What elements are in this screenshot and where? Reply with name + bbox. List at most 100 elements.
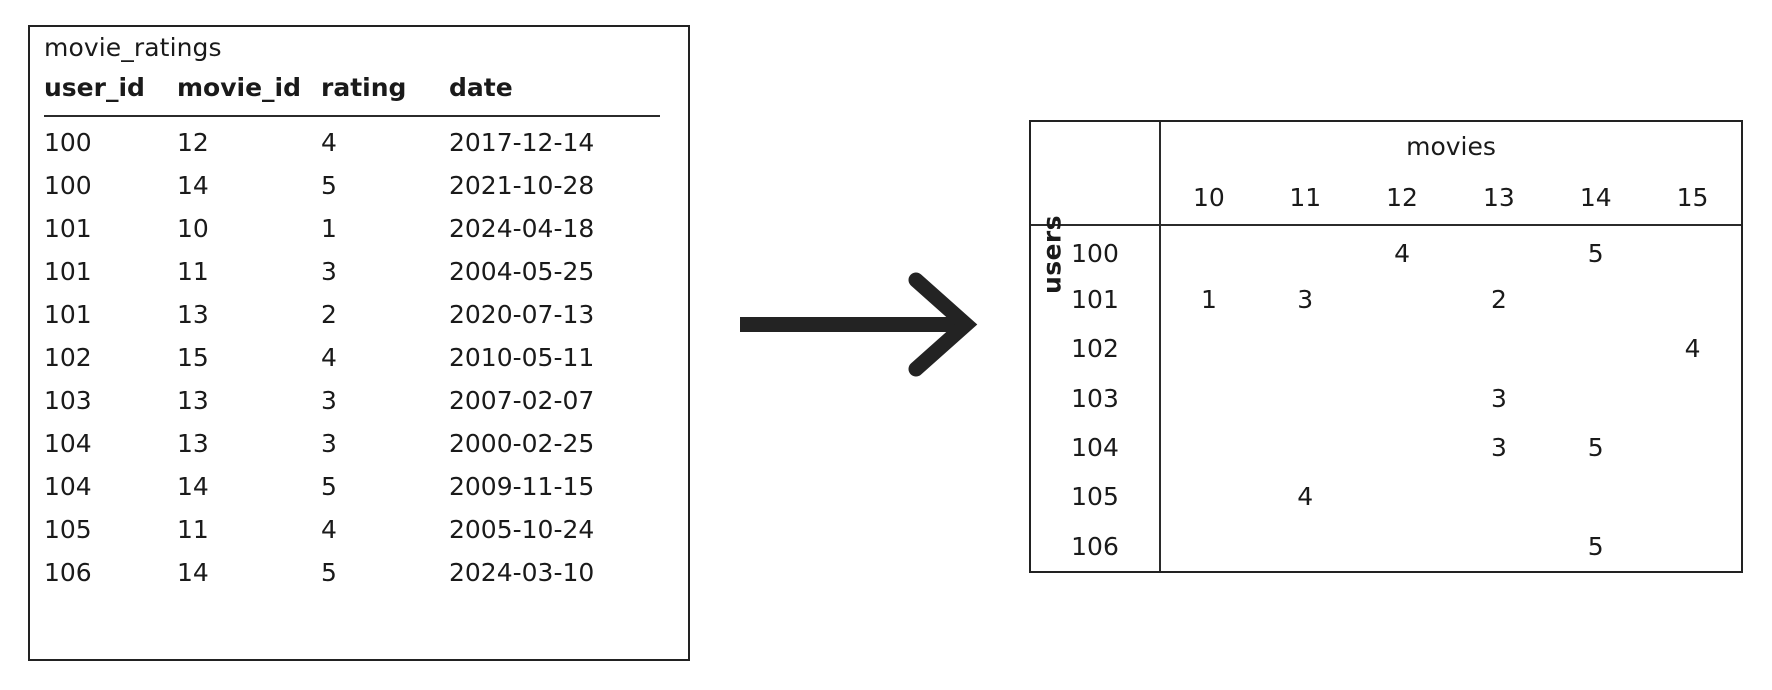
matrix-cell (1644, 373, 1741, 422)
matrix-cell (1450, 472, 1547, 521)
matrix-column-header-14: 14 (1547, 170, 1645, 227)
matrix-cell (1160, 225, 1257, 274)
matrix-cell (1450, 324, 1547, 373)
matrix-cell: 3 (1490, 383, 1507, 413)
cell-user-id: 101 (44, 257, 92, 286)
cell-rating: 4 (321, 343, 337, 372)
cell-rating: 4 (321, 128, 337, 157)
cell-date: 2017-12-14 (449, 128, 595, 157)
matrix-cell (1644, 472, 1741, 521)
cell-rating: 2 (321, 300, 337, 329)
matrix-corner-cell-lower (1031, 170, 1161, 227)
cell-user-id: 103 (44, 386, 92, 415)
matrix-row: 106 5 (1031, 521, 1741, 571)
cell-rating: 3 (321, 386, 337, 415)
matrix-cell: 1 (1200, 284, 1217, 314)
right-arrow-icon (738, 272, 988, 377)
matrix-row-axis-label: users (1037, 215, 1067, 295)
matrix-column-header-15: 15 (1644, 170, 1741, 227)
table-row: 101 13 2 2020-07-13 (44, 293, 660, 336)
cell-user-id: 100 (44, 128, 92, 157)
matrix-cell (1160, 373, 1257, 422)
cell-movie-id: 14 (177, 472, 209, 501)
matrix-row-header-104: 104 (1031, 422, 1161, 473)
matrix-cell (1354, 373, 1451, 422)
relational-header-row: user_id movie_id rating date (44, 71, 660, 116)
cell-rating: 5 (321, 171, 337, 200)
cell-date: 2020-07-13 (449, 300, 595, 329)
cell-user-id: 104 (44, 429, 92, 458)
matrix-row: 104 3 5 (1031, 422, 1741, 473)
cell-date: 2000-02-25 (449, 429, 595, 458)
cell-date: 2021-10-28 (449, 171, 595, 200)
cell-movie-id: 14 (177, 171, 209, 200)
cell-movie-id: 11 (177, 515, 209, 544)
matrix-cell: 4 (1394, 239, 1411, 269)
cell-rating: 1 (321, 214, 337, 243)
matrix-cell (1257, 225, 1354, 274)
matrix-title-row: movies (1031, 122, 1741, 171)
matrix-cell (1644, 225, 1741, 274)
matrix-row-header-100: 100 (1031, 225, 1161, 275)
matrix-cell (1354, 423, 1451, 472)
matrix-row-header-101: 101 (1031, 274, 1161, 325)
cell-rating: 3 (321, 257, 337, 286)
cell-date: 2009-11-15 (449, 472, 595, 501)
relational-table: movie_ratings user_id movie_id rating da… (28, 25, 690, 661)
matrix-row: 103 3 (1031, 373, 1741, 423)
cell-user-id: 100 (44, 171, 92, 200)
cell-date: 2010-05-11 (449, 343, 595, 372)
cell-movie-id: 13 (177, 300, 209, 329)
cell-date: 2005-10-24 (449, 515, 595, 544)
matrix-cell: 3 (1297, 284, 1314, 314)
matrix-row-header-103: 103 (1031, 373, 1161, 423)
matrix-cell: 4 (1684, 334, 1701, 364)
matrix-row-header-106: 106 (1031, 521, 1161, 571)
matrix-cell (1257, 423, 1354, 472)
matrix-column-header-12: 12 (1353, 170, 1451, 227)
matrix-cell (1450, 522, 1547, 571)
cell-user-id: 104 (44, 472, 92, 501)
table-row: 104 14 5 2009-11-15 (44, 465, 660, 508)
cell-movie-id: 13 (177, 386, 209, 415)
cell-user-id: 101 (44, 300, 92, 329)
matrix-cell (1547, 324, 1644, 373)
cell-date: 2004-05-25 (449, 257, 595, 286)
matrix-cell: 3 (1490, 433, 1507, 463)
column-header-date: date (449, 73, 513, 102)
column-header-rating: rating (321, 73, 407, 102)
column-header-user-id: user_id (44, 73, 145, 102)
cell-date: 2007-02-07 (449, 386, 595, 415)
matrix-column-header-11: 11 (1256, 170, 1354, 227)
matrix-cell (1547, 275, 1644, 324)
table-row: 100 12 4 2017-12-14 (44, 116, 660, 164)
column-header-movie-id: movie_id (177, 73, 302, 102)
matrix-cell (1160, 472, 1257, 521)
cell-movie-id: 12 (177, 128, 209, 157)
matrix-cell (1547, 472, 1644, 521)
matrix-cell: 5 (1587, 433, 1604, 463)
relational-table-header: user_id movie_id rating date (44, 71, 660, 116)
cell-rating: 5 (321, 472, 337, 501)
cell-date: 2024-04-18 (449, 214, 595, 243)
cell-user-id: 102 (44, 343, 92, 372)
cell-user-id: 105 (44, 515, 92, 544)
matrix-corner-cell (1031, 122, 1161, 171)
cell-user-id: 101 (44, 214, 92, 243)
matrix-cell (1257, 373, 1354, 422)
matrix-cell: 5 (1587, 531, 1604, 561)
matrix-cell (1354, 275, 1451, 324)
matrix-cell: 5 (1587, 239, 1604, 269)
